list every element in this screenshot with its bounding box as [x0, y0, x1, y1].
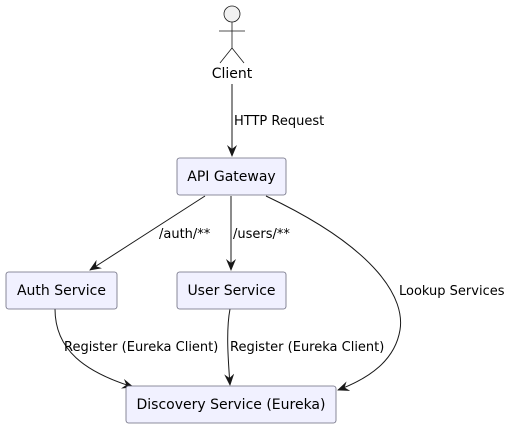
actor-label: Client	[212, 66, 253, 82]
edge-label: Register (Eureka Client)	[230, 340, 384, 355]
edge-gateway-auth: /auth/**	[89, 195, 211, 271]
edge-label: /auth/**	[159, 227, 211, 242]
node-label: API Gateway	[187, 169, 275, 185]
api-gateway-node: API Gateway	[176, 157, 287, 196]
node-label: Discovery Service (Eureka)	[137, 397, 326, 413]
discovery-service-node: Discovery Service (Eureka)	[125, 385, 337, 424]
edge-auth-discovery: Register (Eureka Client)	[54, 308, 218, 389]
edge-user-discovery: Register (Eureka Client)	[224, 308, 384, 386]
node-label: User Service	[187, 283, 275, 299]
edge-label: Register (Eureka Client)	[64, 340, 218, 355]
client-actor: Client	[212, 5, 253, 82]
node-label: Auth Service	[17, 283, 106, 299]
edge-label: Lookup Services	[399, 284, 505, 299]
edge-gateway-discovery: Lookup Services	[265, 195, 505, 391]
user-service-node: User Service	[176, 271, 287, 310]
edge-client-gateway: HTTP Request	[227, 84, 324, 157]
auth-service-node: Auth Service	[5, 271, 118, 310]
edge-gateway-user: /users/**	[226, 196, 290, 271]
edge-label: HTTP Request	[234, 114, 324, 129]
actor-icon	[219, 5, 245, 64]
edge-label: /users/**	[233, 227, 290, 242]
